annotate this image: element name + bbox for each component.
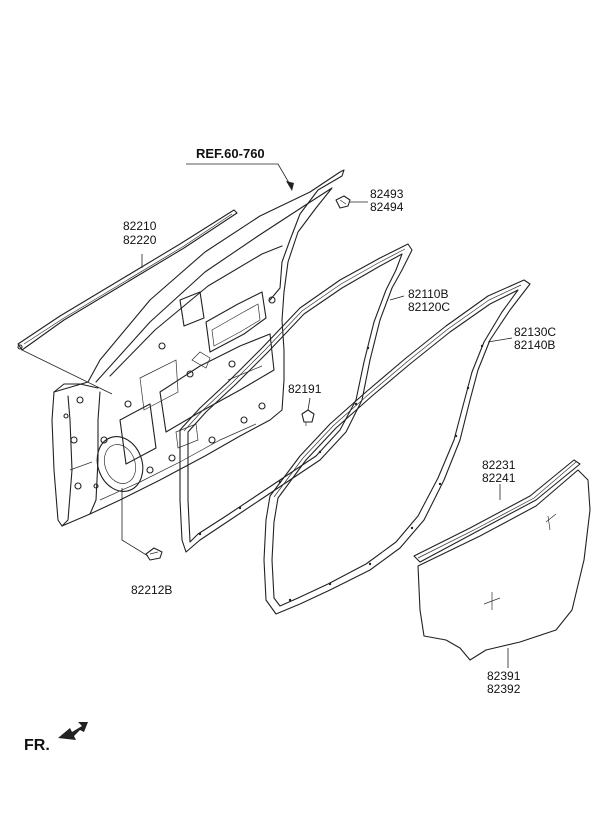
belt-inside-label-1[interactable]: 82231: [482, 458, 516, 472]
belt-molding-outer[interactable]: [17, 209, 238, 351]
middle-clip-label[interactable]: 82191: [288, 382, 322, 396]
body-weatherstrip-leader: [487, 337, 513, 343]
ref-leader-line: [186, 163, 293, 189]
belt-inside-molding[interactable]: [413, 459, 581, 563]
belt-inside-label-2[interactable]: 82241: [482, 471, 516, 485]
grommet-label[interactable]: 82212B: [131, 583, 172, 597]
belt-molding-outer-label-1[interactable]: 82210: [123, 219, 157, 233]
body-side-weatherstrip[interactable]: [263, 279, 531, 615]
door-weatherstrip-leader: [389, 295, 405, 301]
ref-label[interactable]: REF.60-760: [196, 146, 265, 161]
belt-molding-leader: [21, 349, 113, 395]
door-weatherstrip-label-1[interactable]: 82110B: [408, 287, 448, 301]
door-panel[interactable]: [51, 169, 345, 527]
door-glass[interactable]: [417, 469, 591, 661]
upper-clip-label-2[interactable]: 82494: [370, 200, 404, 214]
body-weatherstrip-label-1[interactable]: 82130C: [514, 325, 556, 339]
grommet-leader: [121, 488, 149, 557]
door-side-weatherstrip[interactable]: [179, 243, 413, 553]
middle-clip[interactable]: [301, 409, 315, 426]
middle-clip-leader: [307, 397, 311, 411]
front-arrow-icon: [58, 722, 88, 740]
upper-clip[interactable]: [335, 195, 351, 209]
door-glass-label-2[interactable]: 82392: [487, 682, 521, 696]
grommet[interactable]: [145, 547, 163, 561]
door-glass-label-1[interactable]: 82391: [487, 669, 521, 683]
upper-clip-label-1[interactable]: 82493: [370, 187, 404, 201]
belt-molding-outer-label-2[interactable]: 82220: [123, 233, 157, 247]
ref-arrowhead-icon: [286, 181, 294, 191]
door-weatherstrip-label-2[interactable]: 82120C: [408, 300, 450, 314]
body-weatherstrip-label-2[interactable]: 82140B: [514, 338, 555, 352]
front-direction-label: FR.: [24, 737, 50, 754]
